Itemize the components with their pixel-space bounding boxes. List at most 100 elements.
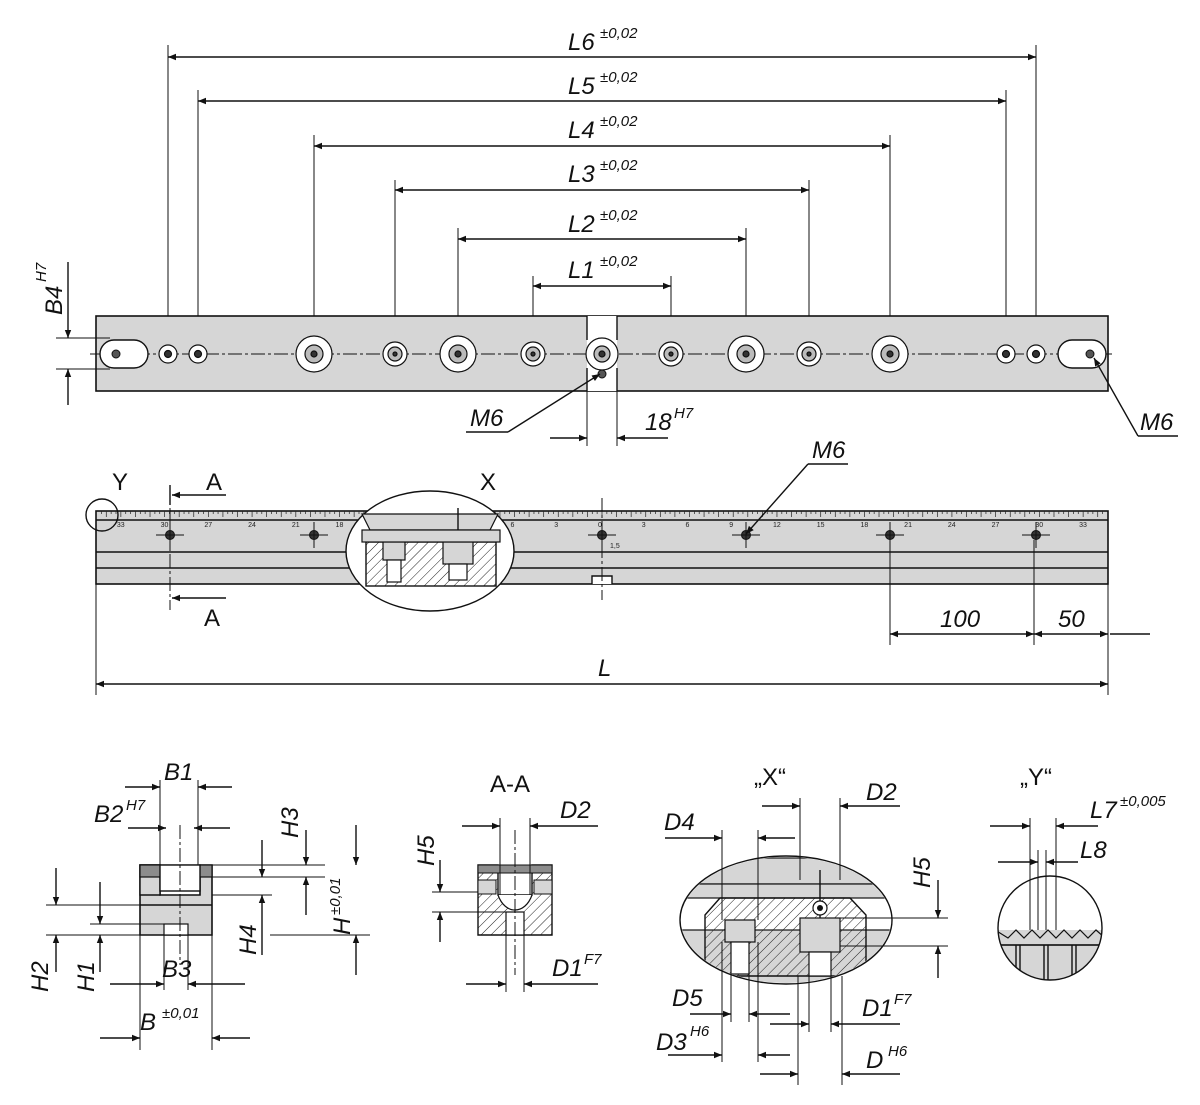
ruler-number: 0 (598, 522, 602, 529)
label-section-aa: A-A (490, 771, 530, 798)
label-D1-x: D1 (862, 995, 893, 1022)
hole-icon (742, 350, 750, 358)
label-B4: B4 (41, 286, 68, 315)
tol-D3: H6 (690, 1023, 710, 1040)
front-view: 333027242118151296303691215182124273033 … (85, 437, 1150, 695)
label-L3: L3 (568, 161, 595, 188)
label-D1-aa: D1 (552, 955, 583, 982)
dimension-L2: L2 ±0,02 (457, 207, 747, 352)
detail-y: „Y“ L7 ±0,005 L8 (990, 764, 1166, 981)
hole-icon (668, 351, 674, 357)
label-L2: L2 (568, 211, 595, 238)
label-detail-y: „Y“ (1020, 764, 1052, 791)
label-a-top: A (206, 469, 222, 496)
ruler-number: 3 (554, 522, 558, 529)
tol-L3: ±0,02 (600, 157, 638, 174)
tol-18: H7 (674, 405, 694, 422)
ruler-number: 12 (773, 522, 781, 529)
detail-y-marker (85, 498, 119, 532)
ruler-number: 30 (1035, 522, 1043, 529)
hole-icon (886, 350, 894, 358)
label-H: H (329, 917, 356, 935)
ruler-number: 33 (1079, 522, 1087, 529)
tol-L7: ±0,005 (1120, 793, 1166, 810)
tol-L5: ±0,02 (600, 69, 638, 86)
dimension-B4: B4 H7 (33, 262, 110, 405)
dimension-L5: L5 ±0,02 (197, 69, 1007, 352)
ruler-number: 24 (948, 522, 956, 529)
tol-B4: H7 (33, 262, 50, 282)
ruler-number: 33 (117, 522, 125, 529)
hole-pattern (158, 335, 1046, 379)
label-L6: L6 (568, 29, 595, 56)
tol-D: H6 (888, 1043, 908, 1060)
section-a-marker: A A (169, 469, 226, 632)
dimension-100-50: 100 50 (889, 540, 1150, 645)
tol-L6: ±0,02 (600, 25, 638, 42)
top-view: L6 ±0,02 L5 ±0,02 L4 ±0,02 L3 ±0,02 (33, 25, 1178, 446)
label-D4: D4 (664, 809, 695, 836)
ruler-number: 6 (511, 522, 515, 529)
callout-m6-front: M6 (745, 437, 848, 535)
label-B1: B1 (164, 759, 193, 786)
hole-icon (1031, 349, 1041, 359)
label-50: 50 (1058, 606, 1085, 633)
label-D3: D3 (656, 1029, 687, 1056)
ruler-number: 27 (204, 522, 212, 529)
label-H3: H3 (277, 807, 304, 838)
dimension-L3: L3 ±0,02 (394, 157, 810, 352)
label-m6-front: M6 (812, 437, 846, 464)
dimension-L6: L6 ±0,02 (167, 25, 1037, 352)
label-L7: L7 (1090, 797, 1118, 824)
hole-icon (163, 349, 173, 359)
label-y: Y (112, 469, 128, 496)
hole-icon (806, 351, 812, 357)
ruler-number: 9 (729, 522, 733, 529)
hole-icon (1001, 349, 1011, 359)
label-H4: H4 (235, 924, 262, 955)
tol-D1-x: F7 (894, 991, 912, 1008)
callout-m6-center: M6 (466, 373, 601, 433)
label-L4: L4 (568, 117, 595, 144)
detail-x-content (361, 508, 501, 587)
label-scale-15: 1,5 (610, 543, 620, 550)
tol-H: ±0,01 (327, 878, 344, 915)
hole-icon (454, 350, 462, 358)
label-L1: L1 (568, 257, 595, 284)
ruler-number: 27 (992, 522, 1000, 529)
label-L: L (598, 655, 611, 682)
label-H1: H1 (73, 961, 100, 992)
tol-L1: ±0,02 (600, 253, 638, 270)
ruler-number: 21 (292, 522, 300, 529)
ruler-number: 24 (248, 522, 256, 529)
label-H2: H2 (27, 961, 54, 992)
tol-L2: ±0,02 (600, 207, 638, 224)
hole-icon (310, 350, 318, 358)
label-100: 100 (940, 606, 981, 633)
hole-icon (598, 350, 606, 358)
tol-B: ±0,01 (162, 1005, 199, 1022)
tol-L4: ±0,02 (600, 113, 638, 130)
ruler-number: 15 (817, 522, 825, 529)
label-B3: B3 (162, 956, 192, 983)
callout-m6-right: M6 (1093, 357, 1178, 437)
slot-left (99, 339, 149, 369)
hole-icon (530, 351, 536, 357)
dimension-L: L (95, 584, 1109, 695)
label-D2-aa: D2 (560, 797, 591, 824)
label-L8: L8 (1080, 837, 1107, 864)
label-H5-x: H5 (909, 857, 936, 888)
ruler-number: 3 (642, 522, 646, 529)
ruler-number: 30 (161, 522, 169, 529)
label-18: 18 (645, 409, 672, 436)
label-D: D (866, 1047, 883, 1074)
label-a-bottom: A (204, 605, 220, 632)
dimension-L4: L4 ±0,02 (313, 113, 891, 352)
dimension-18: 18 H7 (550, 391, 694, 446)
cross-section-profile: B1 B2 H7 H3 H ±0,01 H4 H2 H1 (27, 759, 370, 1050)
ruler-number: 18 (860, 522, 868, 529)
label-detail-x: „X“ (754, 764, 786, 791)
label-H5-aa: H5 (413, 835, 440, 866)
hole-icon (193, 349, 203, 359)
